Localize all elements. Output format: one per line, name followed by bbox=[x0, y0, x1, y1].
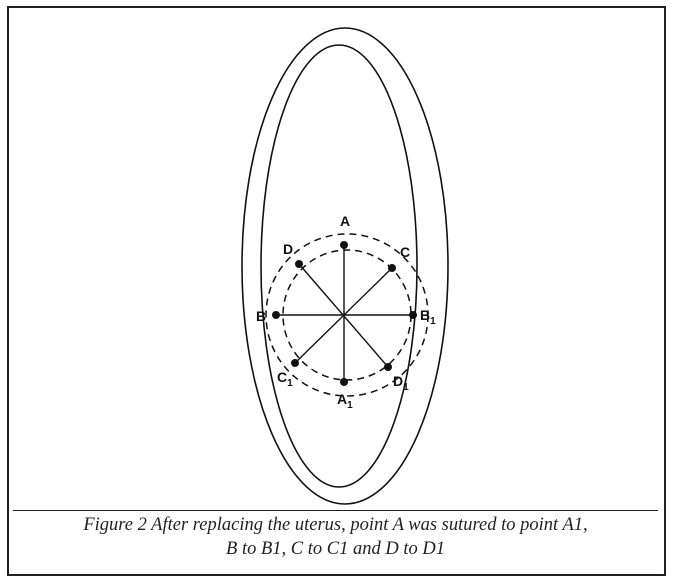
uterus-outer-outline bbox=[241, 27, 449, 505]
uterus-inner-outline bbox=[260, 44, 418, 488]
point-c1 bbox=[291, 359, 299, 367]
label-c1: C1 bbox=[277, 369, 293, 389]
point-d1 bbox=[384, 363, 392, 371]
uterus-suture-diagram: A A1 B B1 C C1 D D1 bbox=[241, 27, 449, 505]
point-a1 bbox=[340, 378, 348, 386]
label-c: C bbox=[400, 244, 410, 260]
caption-line-2: B to B1, C to C1 and D to D1 bbox=[226, 539, 445, 559]
point-d bbox=[295, 260, 303, 268]
label-b: B bbox=[256, 308, 266, 324]
point-c bbox=[388, 264, 396, 272]
label-d: D bbox=[283, 241, 293, 257]
point-b1 bbox=[409, 311, 417, 319]
figure-frame bbox=[7, 6, 666, 576]
label-a: A bbox=[340, 213, 350, 229]
label-b1: B1 bbox=[420, 307, 436, 327]
caption-line-1: Figure 2 After replacing the uterus, poi… bbox=[83, 515, 588, 535]
point-b bbox=[272, 311, 280, 319]
caption-divider bbox=[13, 510, 658, 511]
figure-caption: Figure 2 After replacing the uterus, poi… bbox=[13, 513, 658, 561]
outer-dashed-circle bbox=[265, 233, 429, 397]
label-d1: D1 bbox=[393, 373, 409, 393]
point-a bbox=[340, 241, 348, 249]
label-a1: A1 bbox=[337, 391, 353, 411]
suture-line-d-d1 bbox=[298, 263, 389, 368]
